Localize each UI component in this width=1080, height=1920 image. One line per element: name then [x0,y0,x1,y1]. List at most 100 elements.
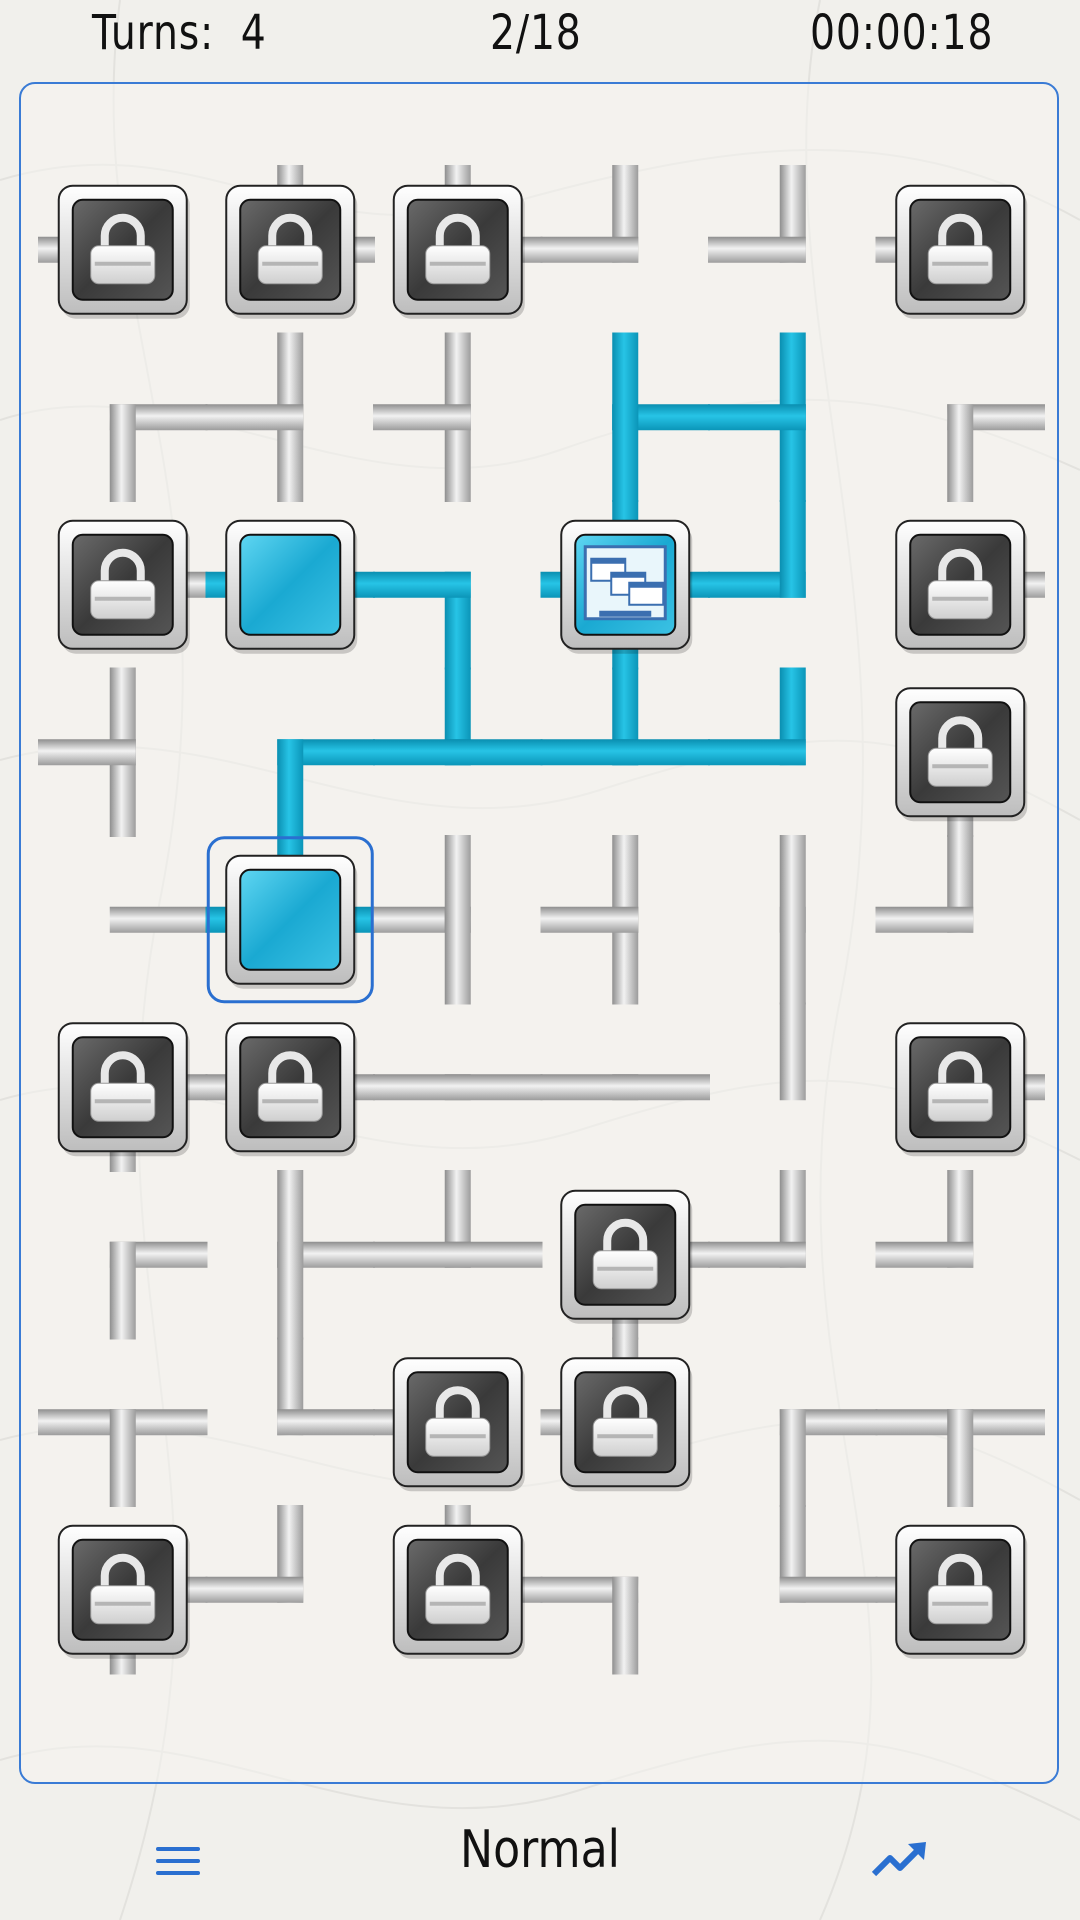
pipe-cell[interactable] [708,667,806,766]
pipe-segment [373,1074,471,1101]
pipe-cell[interactable] [205,332,304,503]
pipe-segment [708,236,806,263]
pipe-segment [779,1576,878,1603]
pipe-segment [540,739,639,766]
pipe-segment [612,332,639,431]
pipe-cell[interactable] [277,1337,375,1436]
lock-tile[interactable] [57,184,190,319]
pipe-segment [779,906,806,1005]
turns-counter: Turns: 4 [92,5,267,61]
lock-tile[interactable] [392,184,525,319]
lock-icon [927,1553,993,1625]
menu-button[interactable] [150,1835,210,1885]
lock-tile[interactable] [57,519,190,654]
pipe-cell[interactable] [779,835,806,1005]
pipe-cell[interactable] [373,835,471,1005]
server-icon [583,545,667,621]
pipe-cell[interactable] [612,332,710,503]
pipe-cell[interactable] [875,835,974,933]
lock-tile[interactable] [225,184,358,319]
pipe-cell[interactable] [205,1505,304,1603]
pipe-segment [540,236,639,263]
pipe-cell[interactable] [109,1241,208,1340]
pipe-cell[interactable] [779,1002,806,1101]
pipe-cell[interactable] [947,404,1045,502]
pipe-segment [612,1576,639,1675]
lock-tile[interactable] [895,184,1028,319]
pipe-segment [277,739,304,837]
selection-highlight [206,836,374,1004]
pipe-segment [708,1241,806,1268]
pipe-cell[interactable] [875,1170,974,1268]
lock-icon [425,213,491,285]
pipe-cell[interactable] [708,165,806,263]
pipe-cell[interactable] [109,404,208,502]
lock-tile[interactable] [392,1357,525,1492]
pipe-cell[interactable] [373,667,543,766]
lock-tile[interactable] [895,687,1028,822]
pipe-segment [373,1241,471,1268]
lock-icon [257,213,323,285]
bottom-bar: Normal [0,1790,1080,1920]
pipe-segment [875,1241,974,1268]
lock-icon [927,213,993,285]
pipe-cell[interactable] [373,571,471,670]
pipe-cell[interactable] [875,1409,1046,1507]
lock-icon [90,1051,156,1122]
lock-tile[interactable] [560,1189,693,1324]
pipe-cell[interactable] [540,667,711,766]
lock-tile[interactable] [57,1524,190,1659]
lock-icon [927,1051,993,1122]
lock-tile[interactable] [895,1524,1028,1659]
elapsed-timer: 00:00:18 [810,5,994,61]
pipe-cell[interactable] [779,1409,878,1507]
pipe-cell[interactable] [708,1170,806,1268]
server-tile[interactable] [560,519,693,654]
pipe-cell[interactable] [373,1170,543,1268]
lock-icon [592,1386,658,1457]
pipe-segment [373,739,471,766]
lock-icon [90,1553,156,1625]
pipe-segment [779,1002,806,1101]
progress-counter: 2/18 [490,5,582,61]
pipe-cell[interactable] [540,1074,711,1101]
pipe-segment [205,404,304,431]
pipe-cell[interactable] [373,1074,543,1101]
terminal-tile[interactable] [225,519,358,654]
pipe-cell[interactable] [540,835,639,1005]
pipe-cell[interactable] [779,1505,878,1603]
pipe-cell[interactable] [277,739,375,837]
lock-tile[interactable] [57,1022,190,1157]
pipe-segment [109,404,136,502]
lock-tile[interactable] [560,1357,693,1492]
pipe-segment [779,1409,806,1507]
lock-tile[interactable] [225,1022,358,1157]
pipe-segment [947,404,974,502]
pipe-cell[interactable] [540,1576,639,1675]
pipe-segment [277,1409,375,1436]
pipe-segment [38,739,136,766]
pipe-cell[interactable] [38,667,136,838]
lock-tile[interactable] [895,519,1028,654]
pipe-segment [540,1074,639,1101]
pipe-segment [875,906,974,933]
lock-tile[interactable] [392,1524,525,1659]
trending-up-icon [871,1842,926,1877]
pipe-cell[interactable] [708,332,806,503]
pipe-cell[interactable] [540,165,639,263]
pipe-cell[interactable] [38,1409,208,1507]
pipe-segment [109,1241,136,1340]
tile-face [239,533,342,636]
pipe-segment [540,906,639,933]
lock-icon [927,548,993,620]
pipe-cell[interactable] [277,1170,375,1340]
pipe-cell[interactable] [708,500,806,598]
terminal-tile[interactable] [225,854,358,989]
lock-tile[interactable] [895,1022,1028,1157]
pipe-segment [708,404,806,431]
stats-button[interactable] [868,1830,932,1886]
pipe-cell[interactable] [373,332,471,503]
pipe-cell[interactable] [109,906,208,933]
difficulty-mode[interactable]: Normal [460,1820,620,1880]
lock-icon [90,548,156,620]
